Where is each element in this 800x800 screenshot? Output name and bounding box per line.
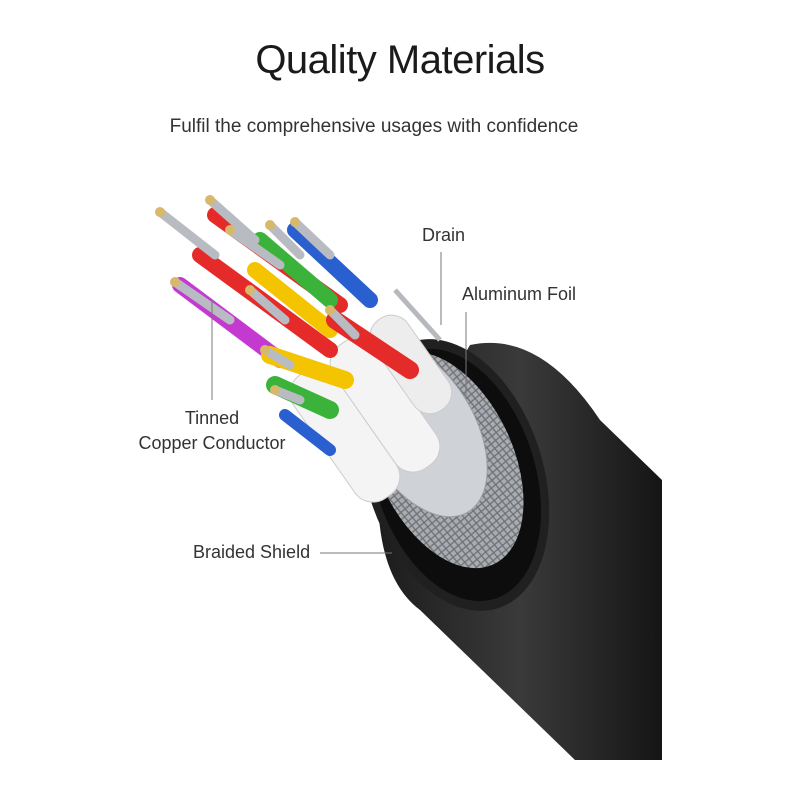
page-subtitle: Fulfil the comprehensive usages with con… (169, 116, 579, 137)
label-drain: Drain (422, 225, 466, 245)
label-braided-shield: Braided Shield (193, 542, 311, 562)
label-aluminum-foil: Aluminum Foil (462, 284, 577, 304)
label-copper-conductor: Copper Conductor (138, 433, 286, 453)
callout-lines (211, 252, 467, 554)
conductors (155, 195, 419, 456)
page-title: Quality Materials (255, 38, 545, 82)
drain-wire (393, 288, 442, 342)
label-tinned: Tinned (184, 408, 240, 428)
